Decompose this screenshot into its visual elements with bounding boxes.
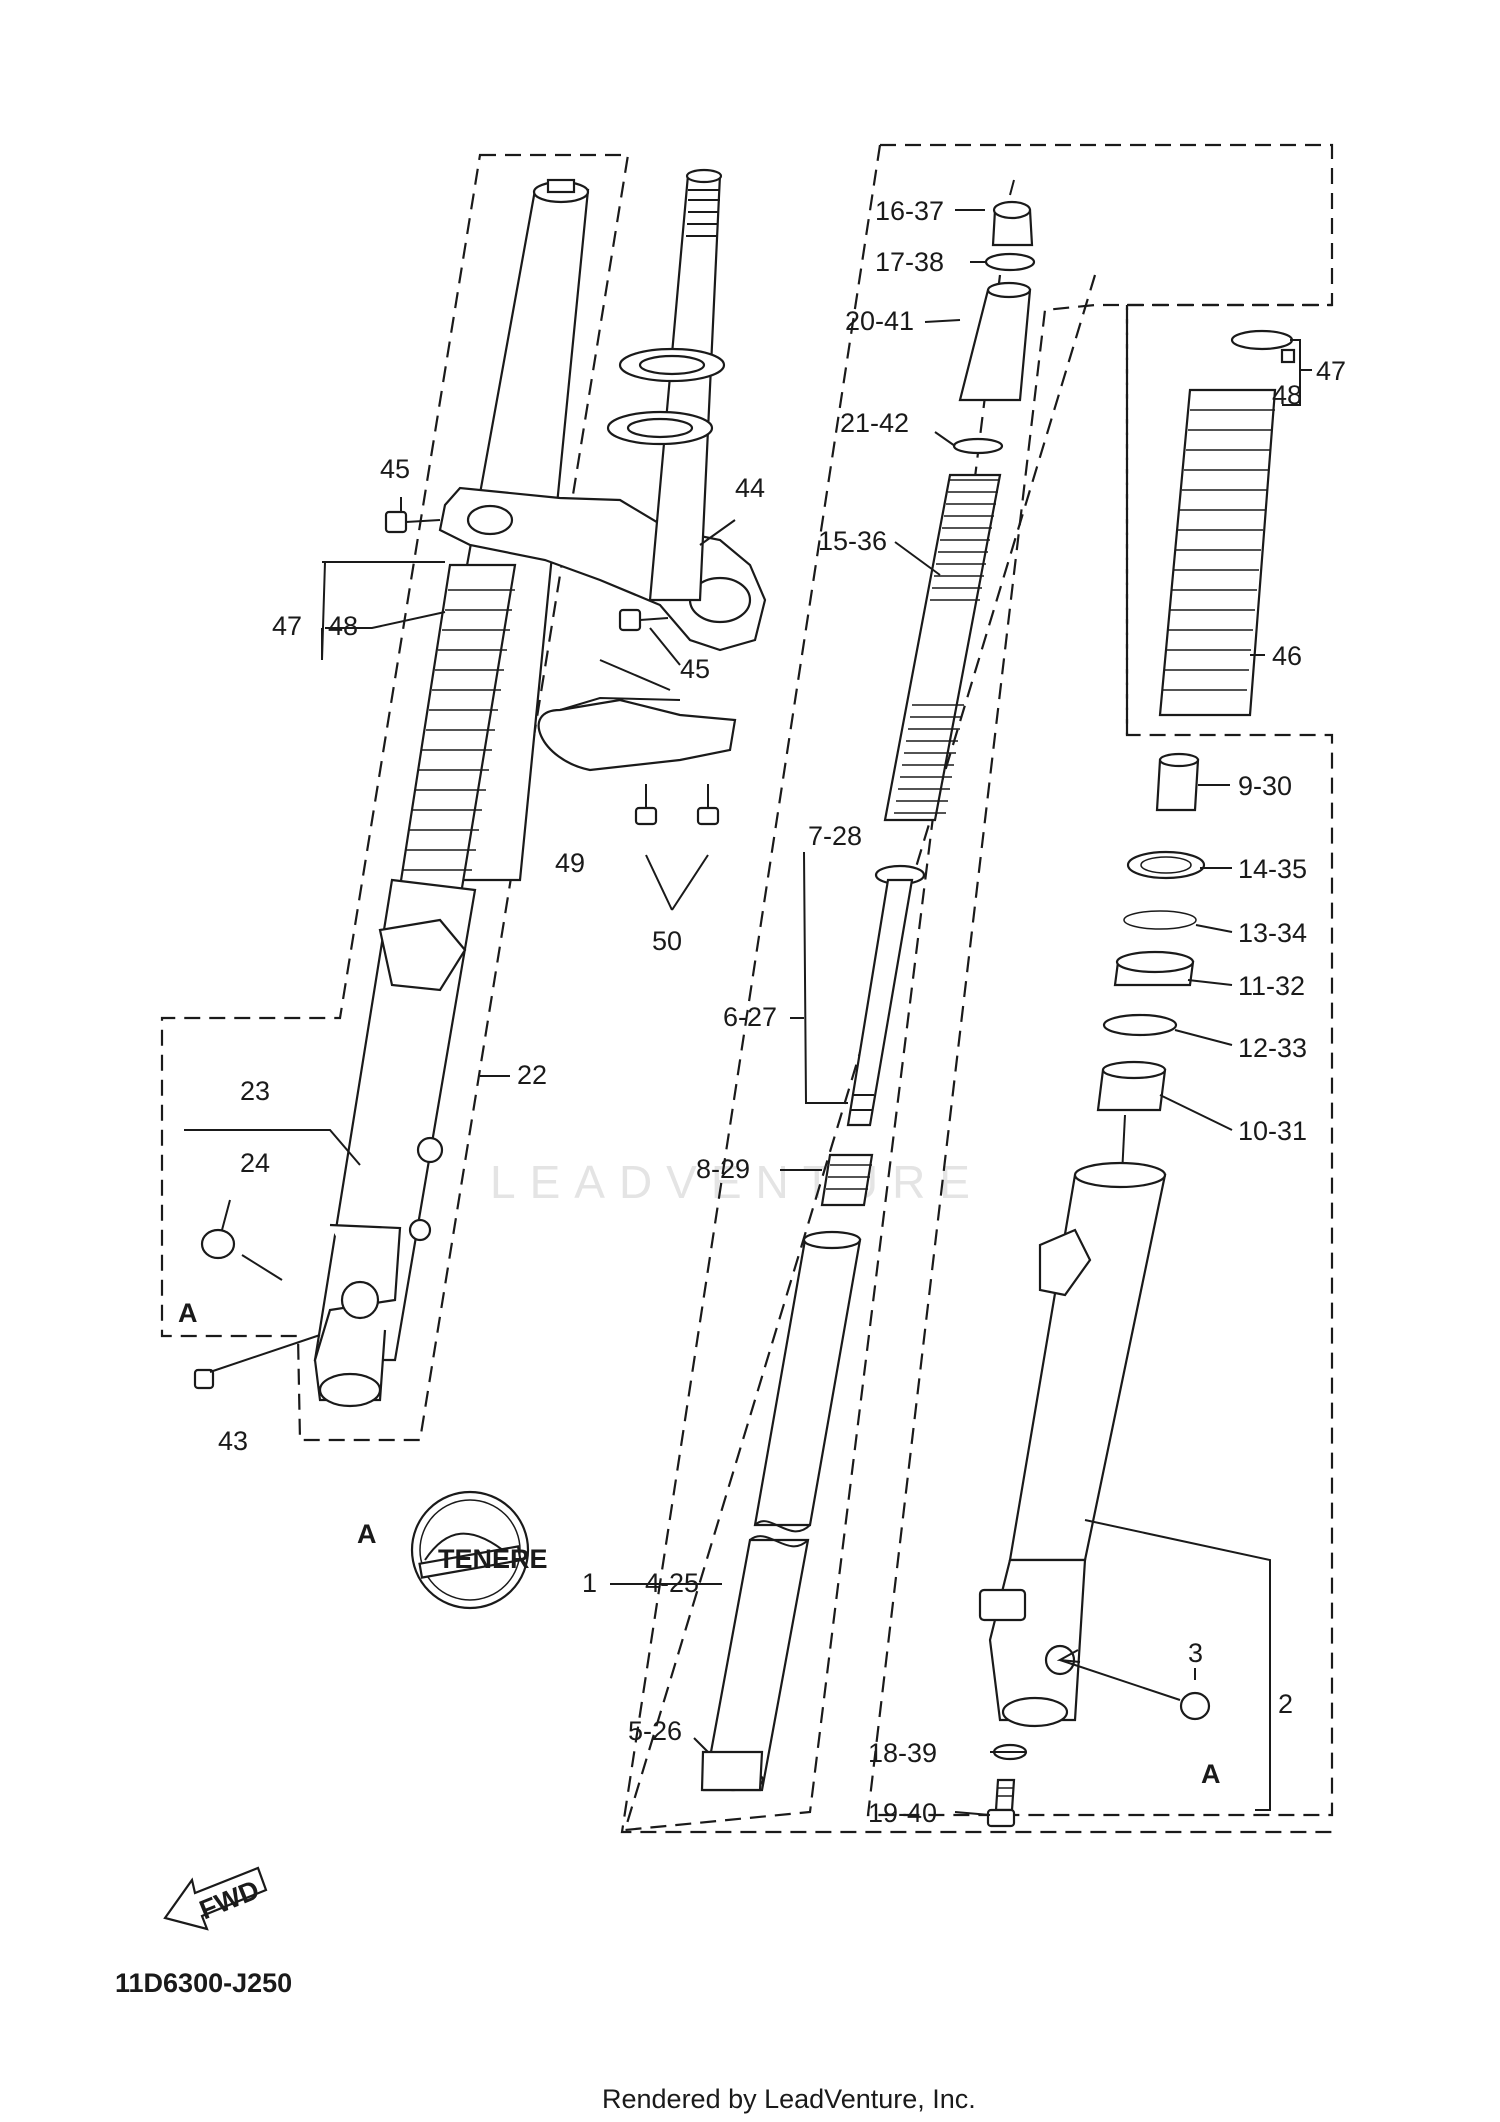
inner-tube bbox=[700, 1230, 862, 1792]
dust-seal bbox=[1126, 850, 1206, 880]
callout-48-left: 48 bbox=[328, 611, 358, 641]
boot-clamp bbox=[1230, 329, 1294, 351]
left-cap bbox=[200, 1228, 236, 1260]
callout-12-33: 12-33 bbox=[1238, 1033, 1307, 1063]
callout-46: 46 bbox=[1272, 641, 1302, 671]
guide-bolt-left bbox=[634, 784, 658, 826]
rebound-spring bbox=[820, 1153, 874, 1207]
tenere-emblem: TENERE bbox=[410, 1490, 548, 1610]
callout-5-26: 5-26 bbox=[628, 1716, 682, 1746]
diagram-code: 11D6300-J250 bbox=[115, 1968, 292, 1998]
fork-spring bbox=[883, 473, 1002, 822]
callout-44: 44 bbox=[735, 473, 765, 503]
callout-1: 1 bbox=[582, 1568, 597, 1598]
callout-14-35: 14-35 bbox=[1238, 854, 1307, 884]
slide-metal bbox=[1096, 1060, 1167, 1176]
callout-6-27: 6-27 bbox=[723, 1002, 777, 1032]
right-caliper-mount bbox=[1038, 1228, 1092, 1297]
view-marker-a-left: A bbox=[178, 1298, 198, 1328]
slide-bushing bbox=[1155, 752, 1200, 812]
callout-10-31: 10-31 bbox=[1238, 1116, 1307, 1146]
left-fork-assembly bbox=[193, 168, 767, 1408]
oil-seal bbox=[1113, 950, 1195, 987]
callout-9-30: 9-30 bbox=[1238, 771, 1292, 801]
left-axle-bolt bbox=[193, 1334, 321, 1390]
right-outer-tube bbox=[978, 1161, 1167, 1728]
left-assembly-outline bbox=[160, 153, 630, 1442]
callout-4-25: 4-25 bbox=[645, 1568, 699, 1598]
callout-21-42: 21-42 bbox=[840, 408, 909, 438]
callout-7-28: 7-28 bbox=[808, 821, 862, 851]
callout-45-lower: 45 bbox=[680, 654, 710, 684]
callout-16-37: 16-37 bbox=[875, 196, 944, 226]
right-cap bbox=[1179, 1691, 1211, 1721]
damper-rod-bolt bbox=[986, 1778, 1016, 1828]
bracket-bolt-lower bbox=[618, 608, 669, 632]
oil-seal-clip bbox=[1123, 910, 1197, 930]
callout-22: 22 bbox=[517, 1060, 547, 1090]
steering-stem bbox=[648, 173, 722, 602]
bracket-bolt-upper bbox=[384, 510, 441, 534]
callout-2: 2 bbox=[1278, 1689, 1293, 1719]
callout-labels: 45 47 48 44 45 49 50 22 23 24 43 16-37 1… bbox=[218, 196, 1346, 1828]
render-credit: Rendered by LeadVenture, Inc. bbox=[602, 2084, 976, 2114]
oil-seal-washer bbox=[1102, 1013, 1178, 1037]
callout-20-41: 20-41 bbox=[845, 306, 914, 336]
callout-8-29: 8-29 bbox=[696, 1154, 750, 1184]
view-marker-a-emblem: A bbox=[357, 1519, 377, 1549]
damper-rod bbox=[846, 864, 926, 1127]
callout-48-right: 48 bbox=[1272, 380, 1302, 410]
right-axle-bracket bbox=[988, 1558, 1087, 1722]
callout-50: 50 bbox=[652, 926, 682, 956]
guide-bolt-right bbox=[696, 784, 720, 826]
view-marker-a-right: A bbox=[1201, 1759, 1221, 1789]
emblem-text: TENERE bbox=[438, 1544, 548, 1574]
cable-guide bbox=[537, 698, 737, 772]
callout-23: 23 bbox=[240, 1076, 270, 1106]
callout-17-38: 17-38 bbox=[875, 247, 944, 277]
oil-lock-piece bbox=[700, 1750, 764, 1792]
callout-19-40: 19-40 bbox=[868, 1798, 937, 1828]
callout-3: 3 bbox=[1188, 1638, 1203, 1668]
spacer bbox=[958, 281, 1032, 402]
left-caliper-mount bbox=[378, 918, 467, 992]
callout-11-32: 11-32 bbox=[1238, 971, 1305, 1001]
right-fork-boot bbox=[1158, 388, 1277, 717]
callout-18-39: 18-39 bbox=[868, 1738, 937, 1768]
upper-bracket bbox=[438, 486, 767, 652]
fwd-arrow-icon: FWD bbox=[163, 1866, 268, 1931]
right-assembly-outline bbox=[866, 143, 1334, 1817]
callout-43: 43 bbox=[218, 1426, 248, 1456]
spring-seat bbox=[952, 437, 1004, 455]
callout-24: 24 bbox=[240, 1148, 270, 1178]
callout-47-left: 47 bbox=[272, 611, 302, 641]
callout-49: 49 bbox=[555, 848, 585, 878]
o-ring bbox=[984, 252, 1036, 272]
center-assembly-outline bbox=[620, 144, 1332, 1834]
callout-13-34: 13-34 bbox=[1238, 918, 1307, 948]
cap-bolt bbox=[991, 179, 1034, 247]
center-internals: TENERE bbox=[410, 179, 1036, 1792]
callout-45-upper: 45 bbox=[380, 454, 410, 484]
boot-outline bbox=[1125, 303, 1332, 735]
callout-15-36: 15-36 bbox=[818, 526, 887, 556]
right-fork-assembly bbox=[978, 329, 1296, 1828]
callout-47-right: 47 bbox=[1316, 356, 1346, 386]
leader-lines bbox=[184, 209, 1312, 1816]
